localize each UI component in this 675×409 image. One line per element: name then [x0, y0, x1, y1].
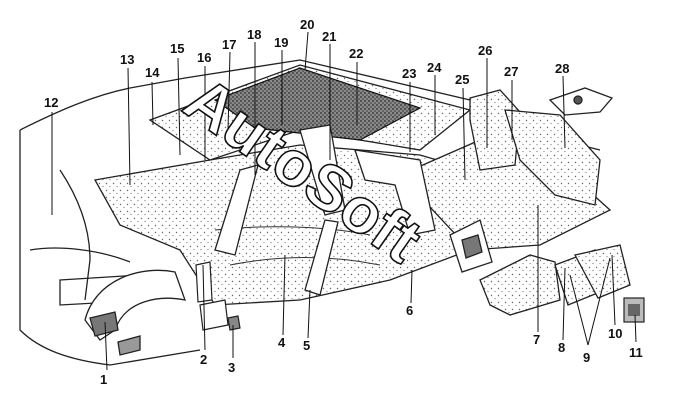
- callout-19: 19: [274, 35, 288, 50]
- callout-22: 22: [349, 46, 363, 61]
- trunk-side-trims: [479, 244, 631, 316]
- callout-2: 2: [200, 352, 207, 367]
- callout-labels: 1 2 3 4 5 6 7 8 9 10 11 12 13 14 15 16 1…: [44, 17, 643, 387]
- callout-25: 25: [455, 72, 469, 87]
- callout-24: 24: [427, 60, 442, 75]
- leader-lines: [51, 31, 637, 371]
- callout-18: 18: [247, 27, 261, 42]
- parcel-shelf: [148, 64, 472, 161]
- brackets-left: [195, 261, 241, 331]
- callout-9: 9: [583, 350, 590, 365]
- callout-5: 5: [303, 338, 310, 353]
- callout-23: 23: [402, 66, 416, 81]
- callout-21: 21: [322, 29, 336, 44]
- callout-15: 15: [170, 41, 184, 56]
- callout-28: 28: [555, 61, 569, 76]
- callout-11: 11: [629, 345, 643, 360]
- callout-27: 27: [504, 64, 518, 79]
- mid-bracket: [449, 219, 493, 273]
- callout-26: 26: [478, 43, 492, 58]
- callout-8: 8: [558, 340, 565, 355]
- callout-13: 13: [120, 52, 134, 67]
- top-bracket: [548, 87, 614, 116]
- pillar-braces: [214, 124, 436, 296]
- callout-14: 14: [145, 65, 160, 80]
- callout-20: 20: [300, 17, 314, 32]
- callout-17: 17: [222, 37, 236, 52]
- callout-12: 12: [44, 95, 58, 110]
- callout-4: 4: [278, 335, 286, 350]
- callout-10: 10: [608, 326, 622, 341]
- clip-part: [623, 297, 645, 323]
- rear-panel-trims: [469, 89, 601, 206]
- callout-7: 7: [533, 332, 540, 347]
- wheel-house: [84, 269, 186, 356]
- callout-16: 16: [197, 50, 211, 65]
- callout-1: 1: [100, 372, 107, 387]
- callout-3: 3: [228, 360, 235, 375]
- callout-6: 6: [406, 303, 413, 318]
